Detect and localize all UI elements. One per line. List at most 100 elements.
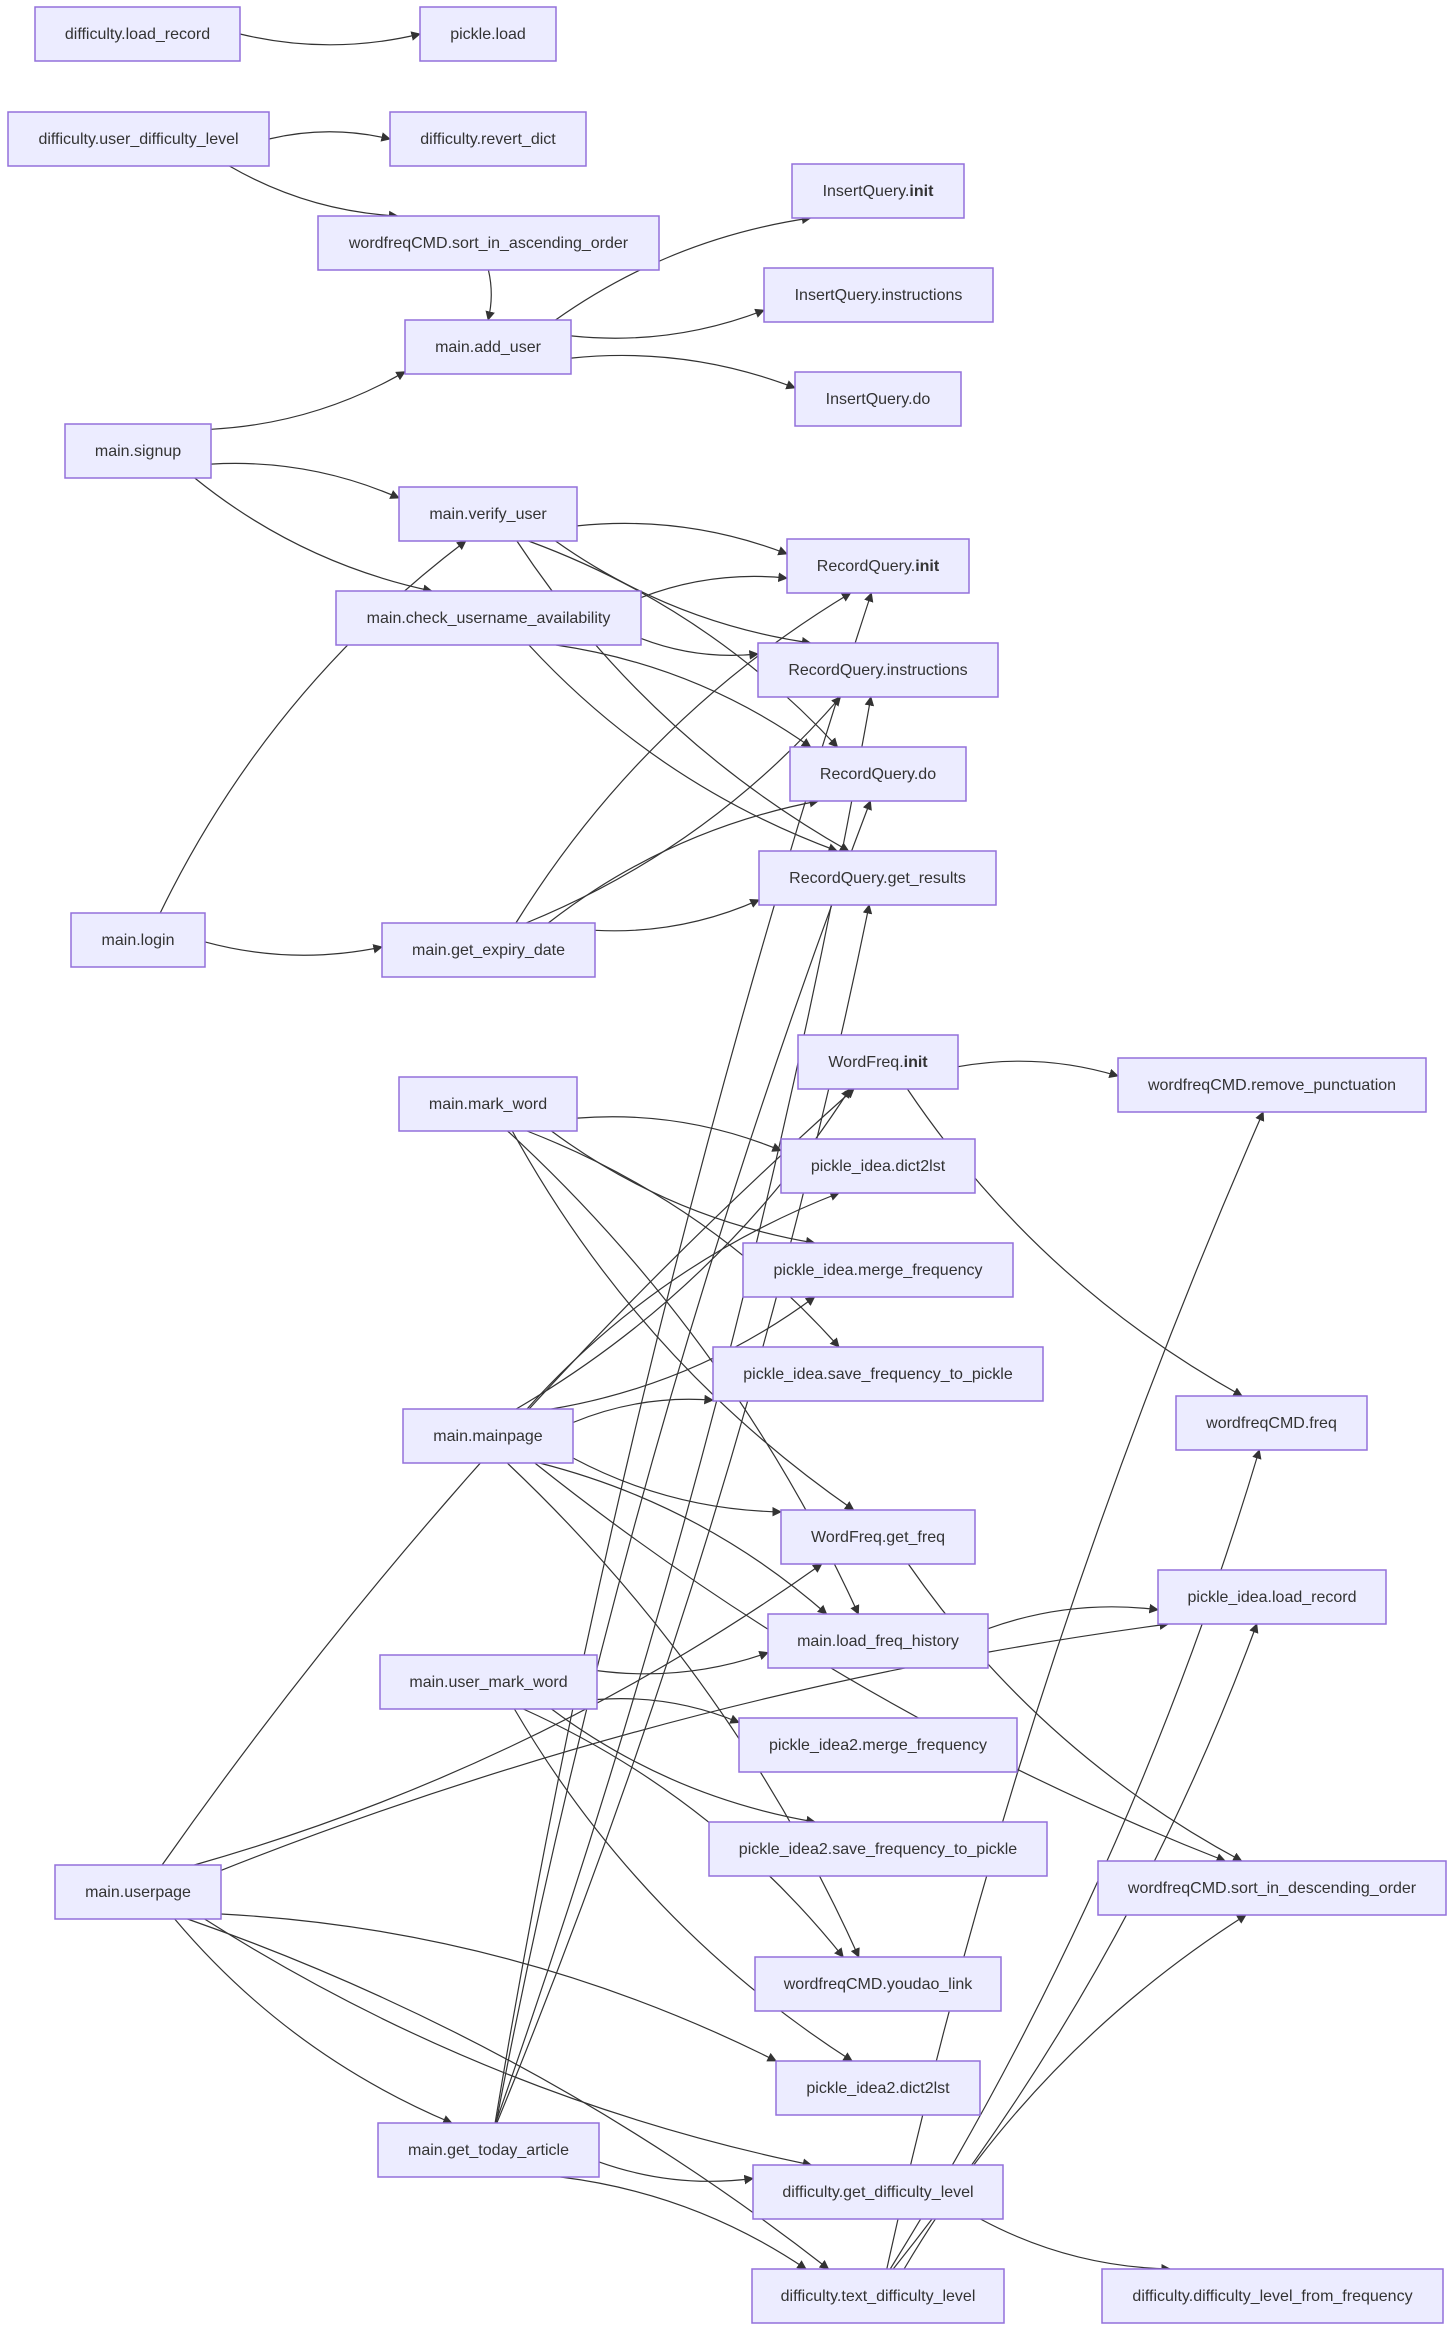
node-InsertQuery-instructions[interactable]: InsertQuery.instructions [763,267,994,323]
node-label-text: main.add_user [435,339,542,356]
node-label-text: wordfreqCMD.youdao_link [783,1976,974,1993]
node-pickle-idea-save-frequency-to-pickle[interactable]: pickle_idea.save_frequency_to_pickle [712,1346,1044,1402]
node-main-add-user[interactable]: main.add_user [404,319,572,375]
node-difficulty-user-difficulty-level[interactable]: difficulty.user_difficulty_level [7,111,270,167]
edge-main_user_mark_word-to-wordfreqCMD_youdao_link [523,1708,844,1958]
node-main-user-mark-word[interactable]: main.user_mark_word [379,1654,598,1710]
node-box [64,423,212,479]
node-label: main.userpage [85,1884,191,1901]
node-difficulty-difficulty-level-from-frequency[interactable]: difficulty.difficulty_level_from_frequen… [1101,2268,1444,2324]
node-label: InsertQuery.instructions [795,287,963,304]
node-pickle-idea2-dict2lst[interactable]: pickle_idea2.dict2lst [775,2060,981,2116]
edge-difficulty_get_difficulty_level-to-difficulty_difficulty_level_from_frequency [980,2218,1172,2274]
edge-main_check_username_availability-to-RecordQuery_instructions [640,637,759,660]
node-InsertQuery-init[interactable]: InsertQuery.init [791,163,965,219]
edge-main_userpage-to-difficulty_text_difficulty_level [187,1918,830,2270]
node-label-text: WordFreq. [828,1054,903,1071]
node-pickle-idea2-save-frequency-to-pickle[interactable]: pickle_idea2.save_frequency_to_pickle [708,1821,1048,1877]
node-label: RecordQuery.init [817,558,940,575]
node-main-mainpage[interactable]: main.mainpage [402,1408,574,1464]
node-box [738,1717,1018,1773]
node-difficulty-load-record[interactable]: difficulty.load_record [34,6,241,62]
node-label-text: InsertQuery. [823,183,910,200]
node-RecordQuery-instructions[interactable]: RecordQuery.instructions [757,642,999,698]
node-WordFreq-init[interactable]: WordFreq.init [797,1034,959,1090]
node-label-text: difficulty.revert_dict [420,131,556,148]
node-label-text: RecordQuery.get_results [789,870,966,887]
node-box [791,163,965,219]
edge-main_get_expiry_date-to-RecordQuery_do [547,797,820,924]
edge-main_mainpage-to-wordfreqCMD_sort_in_descending_order [534,1462,1227,1863]
node-label: pickle_idea2.save_frequency_to_pickle [739,1841,1018,1858]
edge-difficulty_user_difficulty_level-to-difficulty_revert_dict [268,131,391,142]
edge-main_verify_user-to-RecordQuery_instructions [555,540,812,647]
edge-main_get_today_article-to-RecordQuery_instructions [495,696,875,2124]
node-label: main.add_user [435,339,542,356]
node-main-get-expiry-date[interactable]: main.get_expiry_date [381,922,596,978]
node-label: main.verify_user [429,506,547,523]
edge-main_user_mark_word-to-pickle_idea2_merge_frequency [596,1698,740,1724]
node-difficulty-get-difficulty-level[interactable]: difficulty.get_difficulty_level [752,2164,1004,2220]
node-label-text: main.verify_user [429,506,547,523]
node-main-verify-user[interactable]: main.verify_user [398,486,578,542]
node-wordfreqCMD-sort-in-descending-order[interactable]: wordfreqCMD.sort_in_descending_order [1097,1860,1447,1916]
node-wordfreqCMD-remove-punctuation[interactable]: wordfreqCMD.remove_punctuation [1117,1057,1427,1113]
node-box [780,1509,976,1565]
edge-main_login-to-main_verify_user [159,540,467,914]
edge-main_get_today_article-to-difficulty_get_difficulty_level [598,2161,754,2185]
edge-main_mark_word-to-pickle_idea_merge_frequency [551,1130,816,1247]
node-box [794,371,962,427]
node-main-load-freq-history[interactable]: main.load_freq_history [767,1613,989,1669]
node-RecordQuery-do[interactable]: RecordQuery.do [789,746,967,802]
node-main-signup[interactable]: main.signup [64,423,212,479]
node-label-text: RecordQuery. [817,558,915,575]
node-WordFreq-get-freq[interactable]: WordFreq.get_freq [780,1509,976,1565]
node-InsertQuery-do[interactable]: InsertQuery.do [794,371,962,427]
node-RecordQuery-init[interactable]: RecordQuery.init [786,538,970,594]
node-main-mark-word[interactable]: main.mark_word [398,1076,578,1132]
node-label: main.check_username_availability [367,610,611,627]
node-box [402,1408,574,1464]
node-wordfreqCMD-freq[interactable]: wordfreqCMD.freq [1175,1395,1368,1451]
edge-main_userpage-to-difficulty_get_difficulty_level [204,1918,813,2168]
node-box [389,111,587,167]
node-wordfreqCMD-youdao-link[interactable]: wordfreqCMD.youdao_link [754,1956,1002,2012]
edge-main_add_user-to-InsertQuery_do [570,354,796,390]
node-RecordQuery-get-results[interactable]: RecordQuery.get_results [758,850,997,906]
node-box [419,6,557,62]
node-difficulty-text-difficulty-level[interactable]: difficulty.text_difficulty_level [751,2268,1005,2324]
edge-main_check_username_availability-to-RecordQuery_init [640,572,788,599]
node-label-text: main.userpage [85,1884,191,1901]
node-main-check-username-availability[interactable]: main.check_username_availability [335,590,642,646]
node-label-bold: init [904,1054,929,1071]
node-box [789,746,967,802]
node-label-text: RecordQuery.instructions [788,662,967,679]
node-pickle-idea-dict2lst[interactable]: pickle_idea.dict2lst [780,1138,976,1194]
node-label: pickle_idea.load_record [1188,1589,1357,1606]
node-pickle-idea2-merge-frequency[interactable]: pickle_idea2.merge_frequency [738,1717,1018,1773]
node-wordfreqCMD-sort-in-ascending-order[interactable]: wordfreqCMD.sort_in_ascending_order [317,215,660,271]
node-box [775,2060,981,2116]
edge-main_verify_user-to-RecordQuery_init [576,522,788,556]
edge-main_mark_word-to-WordFreq_get_freq [511,1130,855,1511]
node-main-get-today-article[interactable]: main.get_today_article [377,2122,600,2178]
edge-main_mark_word-to-pickle_idea_dict2lst [576,1116,782,1152]
node-difficulty-revert-dict[interactable]: difficulty.revert_dict [389,111,587,167]
node-box [398,1076,578,1132]
node-label: difficulty.difficulty_level_from_frequen… [1132,2288,1412,2305]
node-box [1117,1057,1427,1113]
node-pickle-idea-load-record[interactable]: pickle_idea.load_record [1157,1569,1387,1625]
node-label-text: main.load_freq_history [797,1633,959,1650]
node-main-login[interactable]: main.login [70,912,206,968]
node-pickle-idea-merge-frequency[interactable]: pickle_idea.merge_frequency [742,1242,1014,1298]
node-label-text: wordfreqCMD.sort_in_descending_order [1127,1880,1417,1897]
node-label: pickle_idea.dict2lst [811,1158,946,1175]
edge-main_mainpage-to-pickle_idea_save_frequency_to_pickle [572,1394,714,1424]
node-pickle-load[interactable]: pickle.load [419,6,557,62]
node-box [712,1346,1044,1402]
node-label-text: difficulty.load_record [65,26,210,43]
node-main-userpage[interactable]: main.userpage [54,1864,222,1920]
node-box [1101,2268,1444,2324]
node-box [377,2122,600,2178]
node-label: difficulty.user_difficulty_level [38,131,238,148]
